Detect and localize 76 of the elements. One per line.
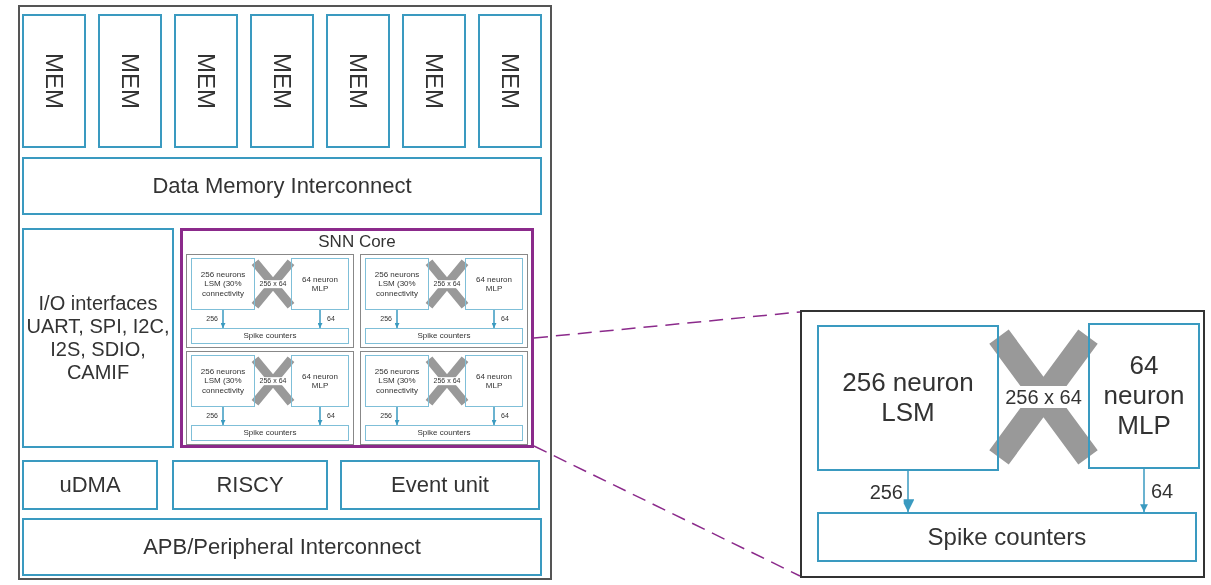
dashed-zoom-line <box>533 311 801 339</box>
memory-block <box>250 14 314 148</box>
block-label: 256 neuron LSM <box>841 368 975 428</box>
block-box <box>22 460 158 510</box>
memory-block <box>402 14 466 148</box>
arrow <box>220 406 226 426</box>
core-tile <box>360 254 528 348</box>
block-label: 64 neuron MLP <box>475 274 513 294</box>
block-box <box>817 325 999 471</box>
block-label: MEM <box>40 53 68 109</box>
block-label: 256 neurons LSM (30% connectivity <box>199 367 247 395</box>
block-box <box>340 460 540 510</box>
arrow <box>1140 468 1148 513</box>
arrow <box>394 406 400 426</box>
block-label: I/O interfaces UART, SPI, I2C, I2S, SDIO, CAMIF <box>26 292 170 384</box>
block-box <box>365 425 523 441</box>
arrow <box>491 309 497 329</box>
block-label: 64 neuron MLP <box>301 274 339 294</box>
block-box <box>817 512 1197 562</box>
block-label: 256 neurons LSM (30% connectivity <box>199 270 247 298</box>
block-label: 256 neurons LSM (30% connectivity <box>373 367 421 395</box>
memory-block <box>478 14 542 148</box>
core-tile <box>186 254 354 348</box>
block-box <box>291 258 349 310</box>
block-box <box>172 460 328 510</box>
block-box <box>22 518 542 576</box>
block-label: uDMA <box>59 472 121 498</box>
block-label: 64 neuron MLP <box>301 371 339 391</box>
block-box <box>191 258 255 310</box>
block-box <box>365 258 429 310</box>
block-label: MEM <box>116 53 144 109</box>
block-box <box>365 355 429 407</box>
block-label: Data Memory Interconnect <box>152 173 412 199</box>
block-label: Spike counters <box>417 428 471 438</box>
block-label: Spike counters <box>243 331 297 341</box>
block-box <box>191 425 349 441</box>
arrow <box>491 406 497 426</box>
block-label: SNN Core <box>317 232 397 252</box>
edge-label: 256 x 64 <box>1004 386 1083 408</box>
block-label: MEM <box>268 53 296 109</box>
block-label: APB/Peripheral Interconnect <box>143 534 421 560</box>
block-label: MEM <box>344 53 372 109</box>
block-box <box>291 355 349 407</box>
block-box <box>465 355 523 407</box>
block-box <box>1088 323 1200 469</box>
block-box <box>191 328 349 344</box>
core-tile <box>360 351 528 445</box>
block-label: MEM <box>496 53 524 109</box>
block-label: MEM <box>192 53 220 109</box>
block-box <box>22 228 174 448</box>
block-label: Event unit <box>391 472 489 498</box>
arrow <box>317 309 323 329</box>
block-box <box>365 328 523 344</box>
arrow <box>901 470 915 513</box>
block-label: 64 neuron MLP <box>1102 351 1186 441</box>
arrow <box>317 406 323 426</box>
block-label: 256 neurons LSM (30% connectivity <box>373 270 421 298</box>
memory-block <box>174 14 238 148</box>
core-tile <box>186 351 354 445</box>
block-box <box>191 355 255 407</box>
arrow <box>394 309 400 329</box>
memory-block <box>326 14 390 148</box>
block-label: 64 neuron MLP <box>475 371 513 391</box>
block-box <box>465 258 523 310</box>
block-label: MEM <box>420 53 448 109</box>
block-label: RISCY <box>216 472 284 498</box>
block-label: Spike counters <box>243 428 297 438</box>
arrow <box>220 309 226 329</box>
memory-block <box>22 14 86 148</box>
block-label: Spike counters <box>927 523 1087 551</box>
block-box <box>22 157 542 215</box>
memory-block <box>98 14 162 148</box>
core-box <box>180 228 534 448</box>
block-label: Spike counters <box>417 331 471 341</box>
detail-panel <box>800 310 1205 578</box>
chip-outline <box>18 5 552 580</box>
